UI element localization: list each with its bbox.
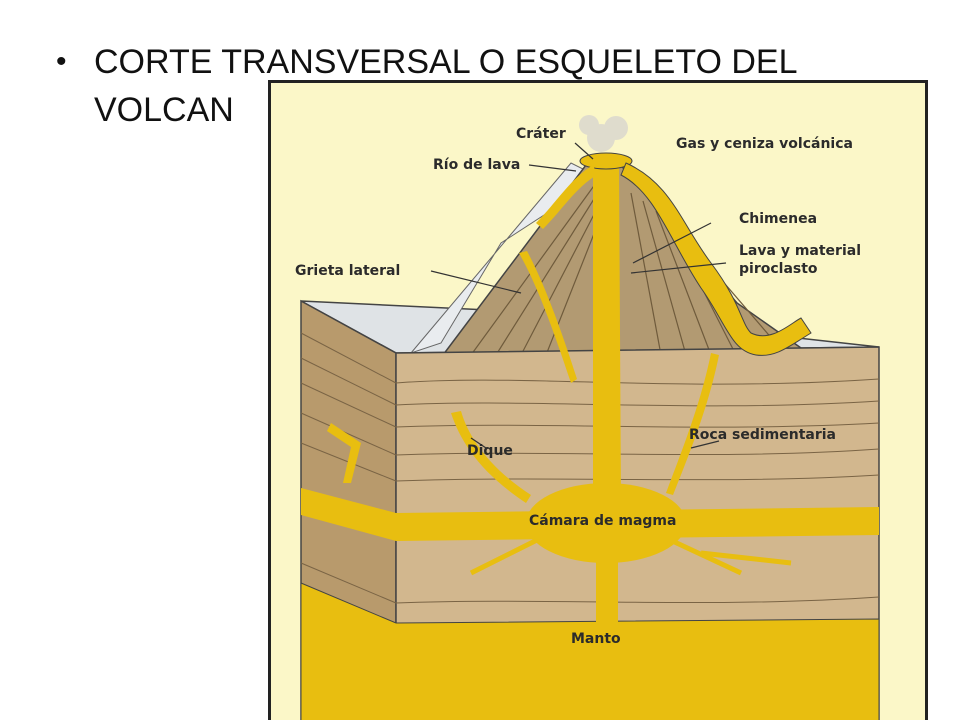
bullet-icon: • <box>56 45 67 78</box>
volcano-svg: Cráter Gas y ceniza volcánica Río de lav… <box>295 115 880 720</box>
label-crater: Cráter <box>516 126 566 142</box>
title-text: CORTE TRANSVERSAL O ESQUELETO DEL VOLCAN <box>94 43 797 129</box>
dike-left <box>327 423 361 483</box>
label-dike: Dique <box>467 443 513 459</box>
chimney <box>593 161 621 503</box>
label-mantle: Manto <box>571 631 621 647</box>
ash-cloud <box>579 115 628 152</box>
slide-title: • CORTE TRANSVERSAL O ESQUELETO DEL VOLC… <box>56 38 836 134</box>
label-magma-chamber: Cámara de magma <box>529 513 676 529</box>
label-lava-material-2: piroclasto <box>739 261 818 277</box>
lava-river <box>620 162 812 356</box>
dike <box>451 411 531 503</box>
magma-chamber <box>526 483 686 563</box>
volcano-diagram: Cráter Gas y ceniza volcánica Río de lav… <box>268 80 928 720</box>
lateral-crack <box>519 251 577 383</box>
label-chimney: Chimenea <box>739 211 817 227</box>
lava-river-left <box>536 165 597 229</box>
label-lateral-crack: Grieta lateral <box>295 263 400 279</box>
label-lava-river: Río de lava <box>433 157 520 173</box>
label-sedimentary-rock: Roca sedimentaria <box>689 427 836 443</box>
rock-crack <box>666 353 719 495</box>
mantle-layer <box>300 582 880 720</box>
label-gas: Gas y ceniza volcánica <box>676 136 853 152</box>
label-lava-material-1: Lava y material <box>739 243 861 259</box>
sills <box>469 535 792 576</box>
leader-lines <box>430 142 727 449</box>
mantle-feeder <box>596 553 618 623</box>
